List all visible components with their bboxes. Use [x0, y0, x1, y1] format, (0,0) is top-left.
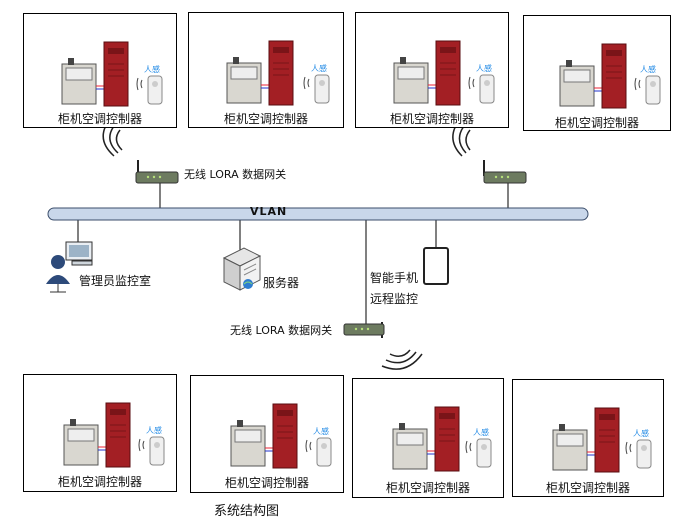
sensor-label: 人感 [473, 428, 489, 437]
diagram-caption: 系统结构图 [214, 504, 280, 519]
controller-box: 人感 柜机空调控制器 [23, 374, 177, 492]
lora-gateway-icon [135, 160, 179, 184]
wifi-arcs-icon [381, 349, 423, 370]
sensor-label: 人感 [313, 427, 329, 436]
smartphone-icon [423, 247, 449, 285]
controller-box: 人感 柜机空调控制器 [23, 13, 177, 128]
controller-label: 柜机空调控制器 [545, 481, 630, 495]
sensor-label: 人感 [311, 64, 327, 73]
controller-box: 人感 柜机空调控制器 [512, 379, 664, 497]
motion-sensor-icon [465, 438, 492, 468]
motion-sensor-icon [625, 439, 652, 469]
sensor-label: 人感 [144, 65, 160, 74]
lora-gateway-icon [483, 160, 527, 184]
server-label: 服务器 [263, 276, 300, 290]
air-conditioner-controller-icon [226, 40, 294, 106]
vlan-bus [47, 207, 589, 221]
controller-label: 柜机空调控制器 [224, 476, 309, 490]
controller-box: 人感 柜机空调控制器 [523, 15, 671, 131]
motion-sensor-icon [468, 74, 495, 104]
air-conditioner-controller-icon [392, 406, 460, 472]
controller-box: 人感 柜机空调控制器 [188, 12, 344, 128]
air-conditioner-controller-icon [63, 402, 131, 468]
mobile-label-line2: 远程监控 [370, 292, 419, 306]
sensor-label: 人感 [633, 429, 649, 438]
admin-computer-icon [46, 241, 93, 293]
controller-box: 人感 柜机空调控制器 [190, 375, 344, 493]
sensor-label: 人感 [476, 64, 492, 73]
controller-label: 柜机空调控制器 [57, 475, 142, 489]
controller-label: 柜机空调控制器 [389, 112, 474, 126]
controller-label: 柜机空调控制器 [554, 116, 639, 130]
air-conditioner-controller-icon [230, 403, 298, 469]
sensor-label: 人感 [146, 426, 162, 435]
air-conditioner-controller-icon [393, 40, 461, 106]
motion-sensor-icon [305, 437, 332, 467]
controller-label: 柜机空调控制器 [385, 481, 470, 495]
motion-sensor-icon [138, 436, 165, 466]
controller-box: 人感 柜机空调控制器 [352, 378, 504, 498]
server-icon [222, 247, 262, 291]
admin-room-label: 管理员监控室 [79, 274, 152, 288]
gateway-label-top: 无线 LORA 数据网关 [184, 168, 287, 181]
motion-sensor-icon [136, 75, 163, 105]
vlan-label: VLAN [250, 205, 288, 218]
air-conditioner-controller-icon [552, 407, 620, 473]
gateway-label-bottom: 无线 LORA 数据网关 [230, 324, 333, 337]
controller-label: 柜机空调控制器 [57, 112, 142, 126]
sensor-label: 人感 [640, 65, 656, 74]
controller-label: 柜机空调控制器 [223, 112, 308, 126]
air-conditioner-controller-icon [61, 41, 129, 107]
controller-box: 人感 柜机空调控制器 [355, 12, 509, 128]
mobile-label-line1: 智能手机 [370, 271, 419, 285]
air-conditioner-controller-icon [559, 43, 627, 109]
motion-sensor-icon [303, 74, 330, 104]
motion-sensor-icon [634, 75, 661, 105]
lora-gateway-icon [343, 322, 385, 338]
